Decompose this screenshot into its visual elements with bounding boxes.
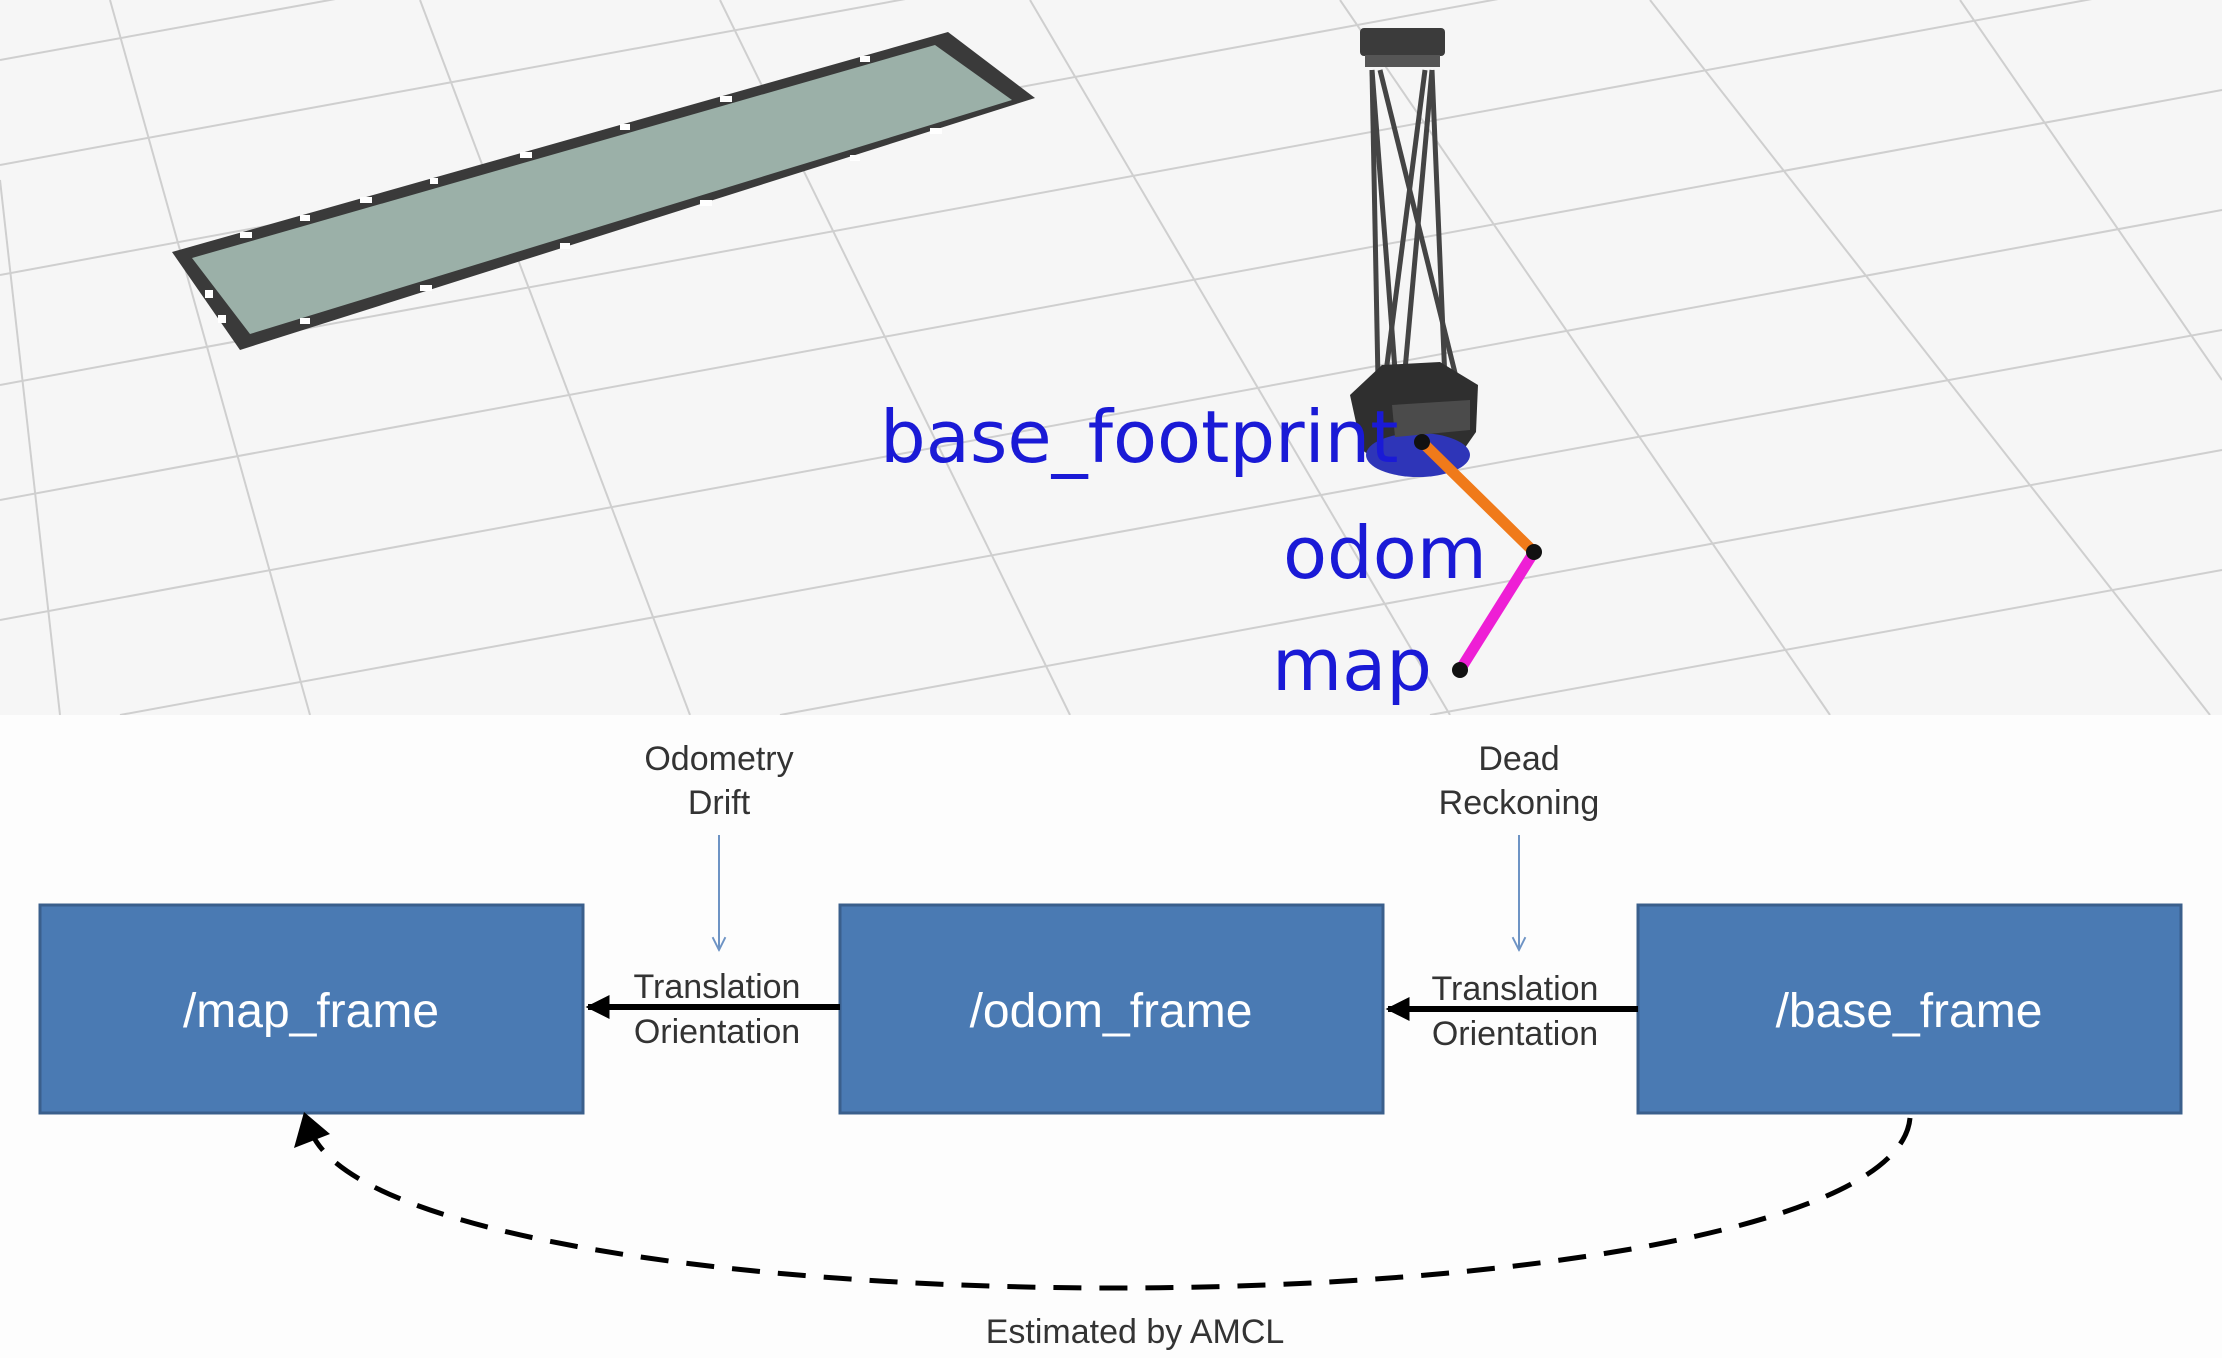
amcl-label: Estimated by AMCL xyxy=(986,1313,1285,1351)
link2-translation-label: Translation xyxy=(1432,970,1599,1008)
tf-links xyxy=(1414,434,1542,678)
amcl-arrowhead xyxy=(294,1112,330,1148)
frame-dot-map xyxy=(1452,662,1468,678)
odometry-drift-line2: Drift xyxy=(688,784,751,822)
odometry-drift-line1: Odometry xyxy=(644,740,793,778)
occupancy-map xyxy=(172,32,1035,350)
label-odom: odom xyxy=(1283,511,1487,595)
frame-diagram: /map_frame /odom_frame /base_frame Trans… xyxy=(0,715,2222,1358)
frame-dot-footprint xyxy=(1414,434,1430,450)
rviz-background xyxy=(0,0,2222,715)
link2-orientation-label: Orientation xyxy=(1432,1015,1598,1053)
label-map: map xyxy=(1272,623,1432,707)
link1-orientation-label: Orientation xyxy=(634,1013,800,1051)
box-odom-frame: /odom_frame xyxy=(838,903,1385,1115)
robot-model xyxy=(1350,28,1478,477)
box-base-frame: /base_frame xyxy=(1636,903,2183,1115)
floor-grid xyxy=(0,0,2222,716)
label-base-footprint: base_footprint xyxy=(880,395,1398,479)
dead-reckoning-line1: Dead xyxy=(1478,740,1559,778)
frame-dot-odom xyxy=(1526,544,1542,560)
amcl-estimate-arrow xyxy=(305,1117,1913,1291)
dead-reckoning-line2: Reckoning xyxy=(1439,784,1600,822)
rviz-view: base_footprint odom map xyxy=(0,0,2222,716)
box-map-frame-label: /map_frame xyxy=(183,985,439,1038)
robot-head xyxy=(1360,28,1445,56)
link-footprint-odom xyxy=(1416,436,1540,558)
box-map-frame: /map_frame xyxy=(38,903,585,1115)
link1-translation-label: Translation xyxy=(634,968,801,1006)
link-odom-map xyxy=(1454,546,1540,676)
box-odom-frame-label: /odom_frame xyxy=(970,985,1253,1038)
box-base-frame-label: /base_frame xyxy=(1776,985,2043,1038)
